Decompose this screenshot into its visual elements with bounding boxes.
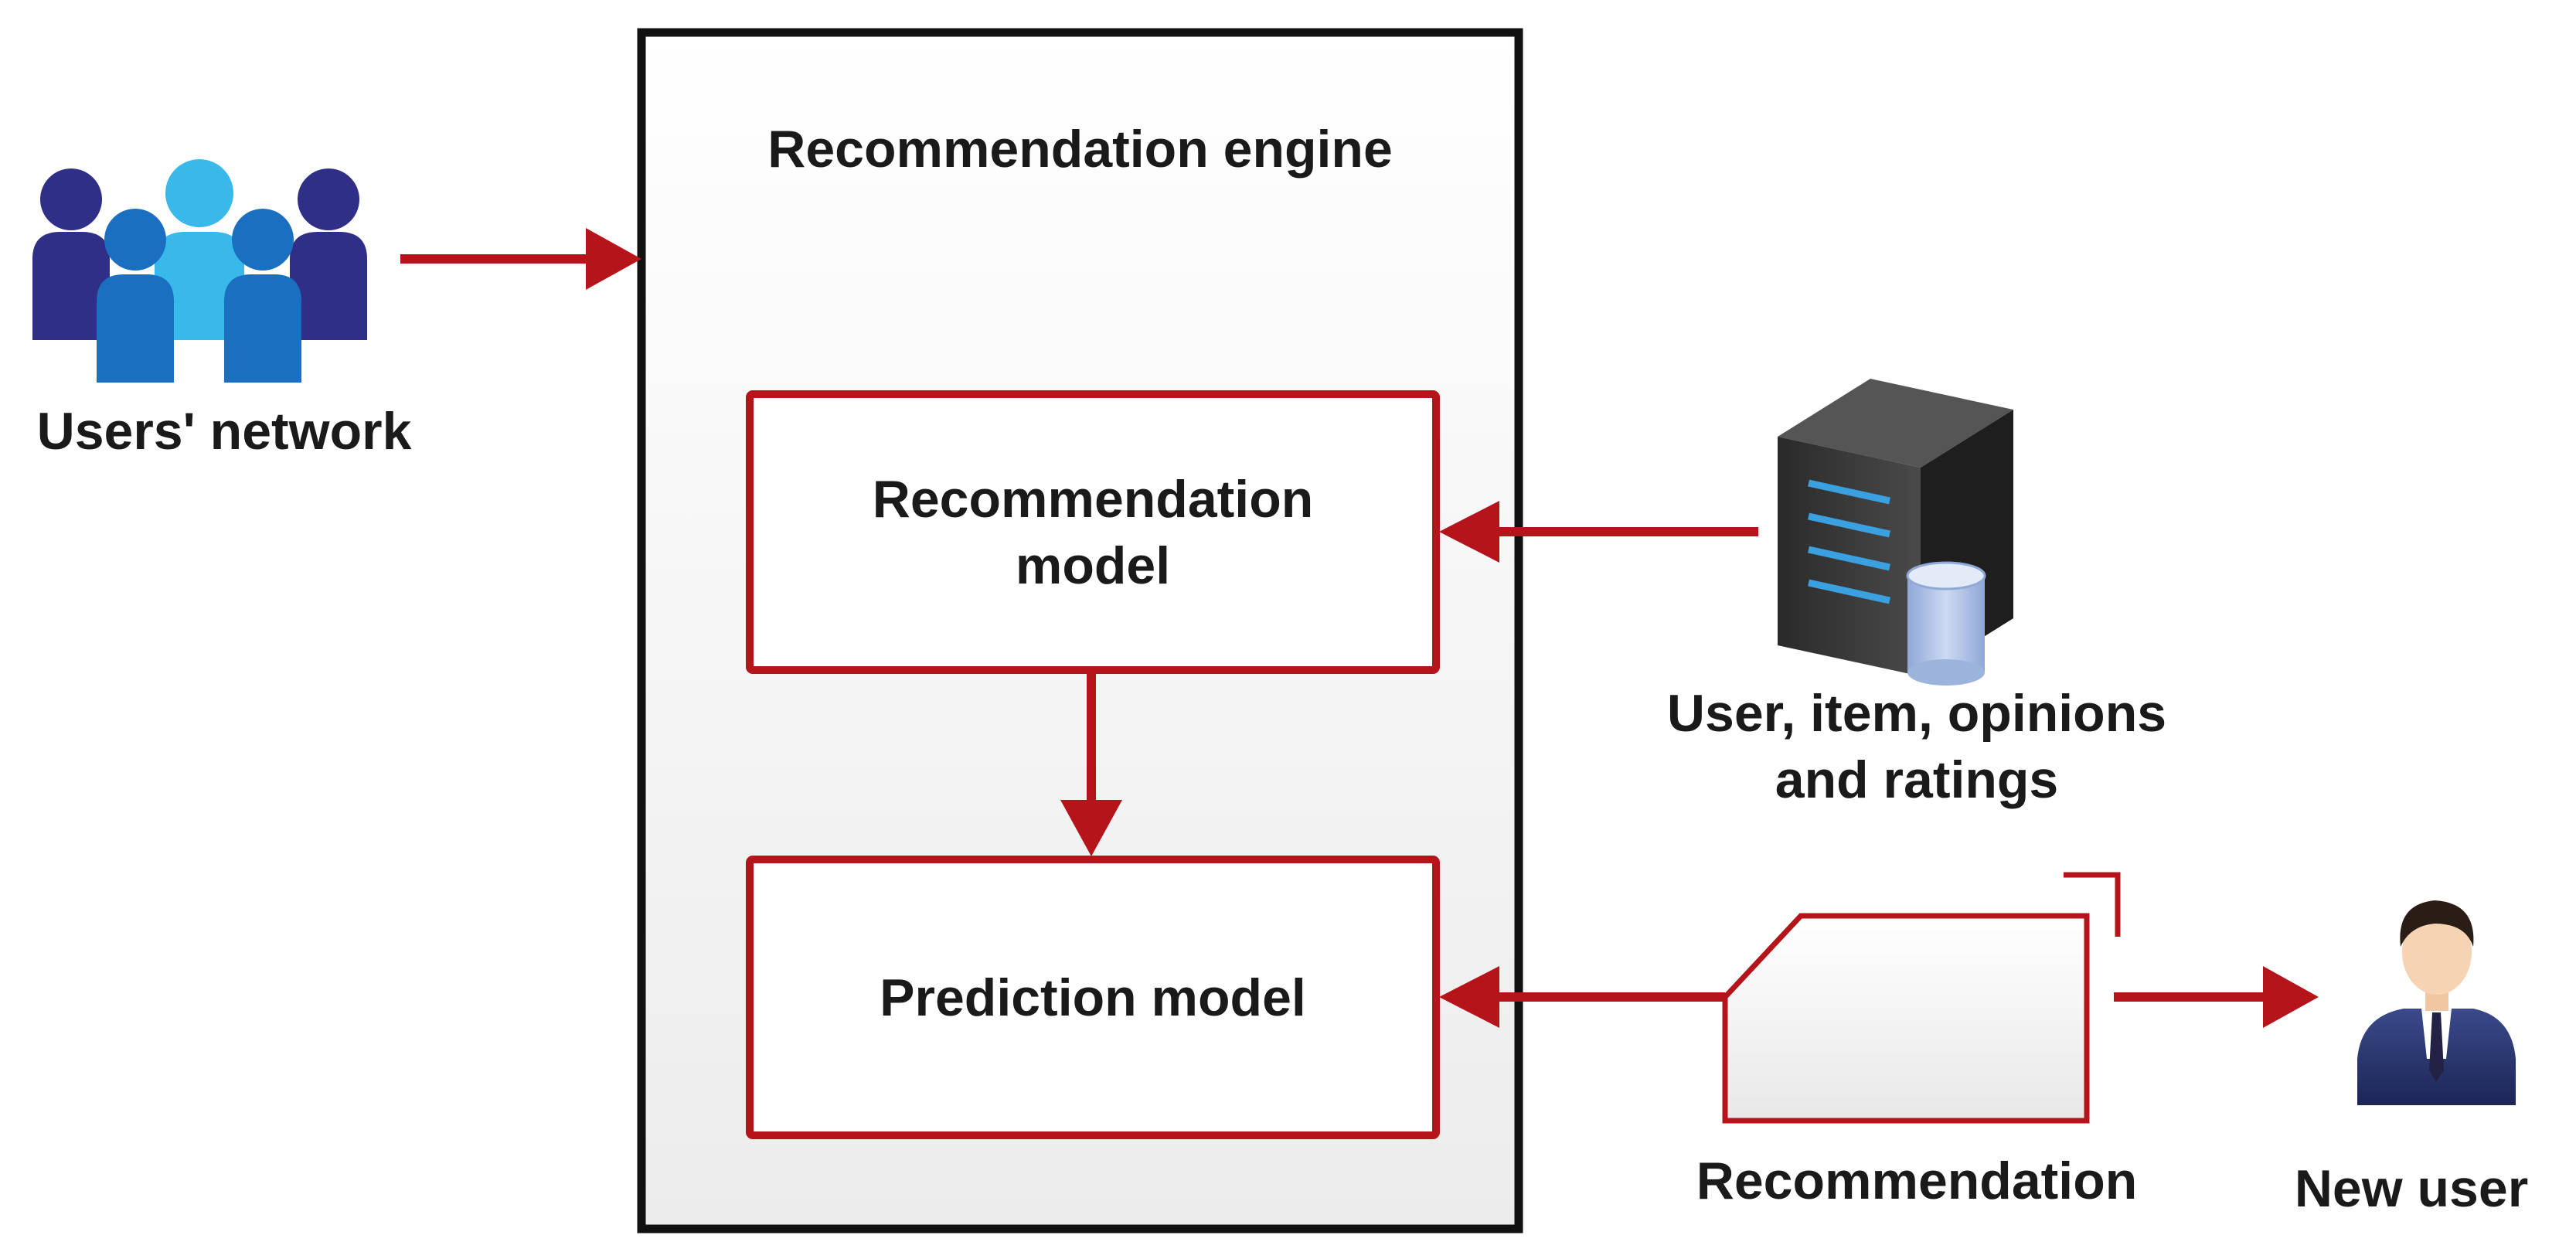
users-network-label: Users' network [36,402,412,461]
arrow-users-to-engine [400,228,641,290]
data-source-label-line1: User, item, opinions [1666,684,2167,743]
recommendation-label: Recommendation [1696,1152,2138,1210]
recommendation-model-label: Recommendation model [872,469,1314,595]
recommendation-model-box [746,390,1440,674]
arrow-recommendation-to-prediction [1060,672,1122,856]
users-group-icon [32,159,367,383]
arrow-recommendation-to-new-user [2114,966,2319,1028]
prediction-model-box [746,856,1440,1139]
server-database-icon [1778,379,2013,686]
arrow-recommendation-to-prediction-model [1439,966,1725,1028]
prediction-model-label: Prediction model [880,968,1306,1027]
data-source-label-line2: and ratings [1775,750,2059,809]
engine-title: Recommendation engine [767,120,1393,179]
document-icon [1722,872,2121,1124]
arrow-data-to-recommendation-model [1439,501,1758,563]
new-user-label: New user [2294,1159,2529,1218]
businessman-icon [2357,900,2516,1105]
